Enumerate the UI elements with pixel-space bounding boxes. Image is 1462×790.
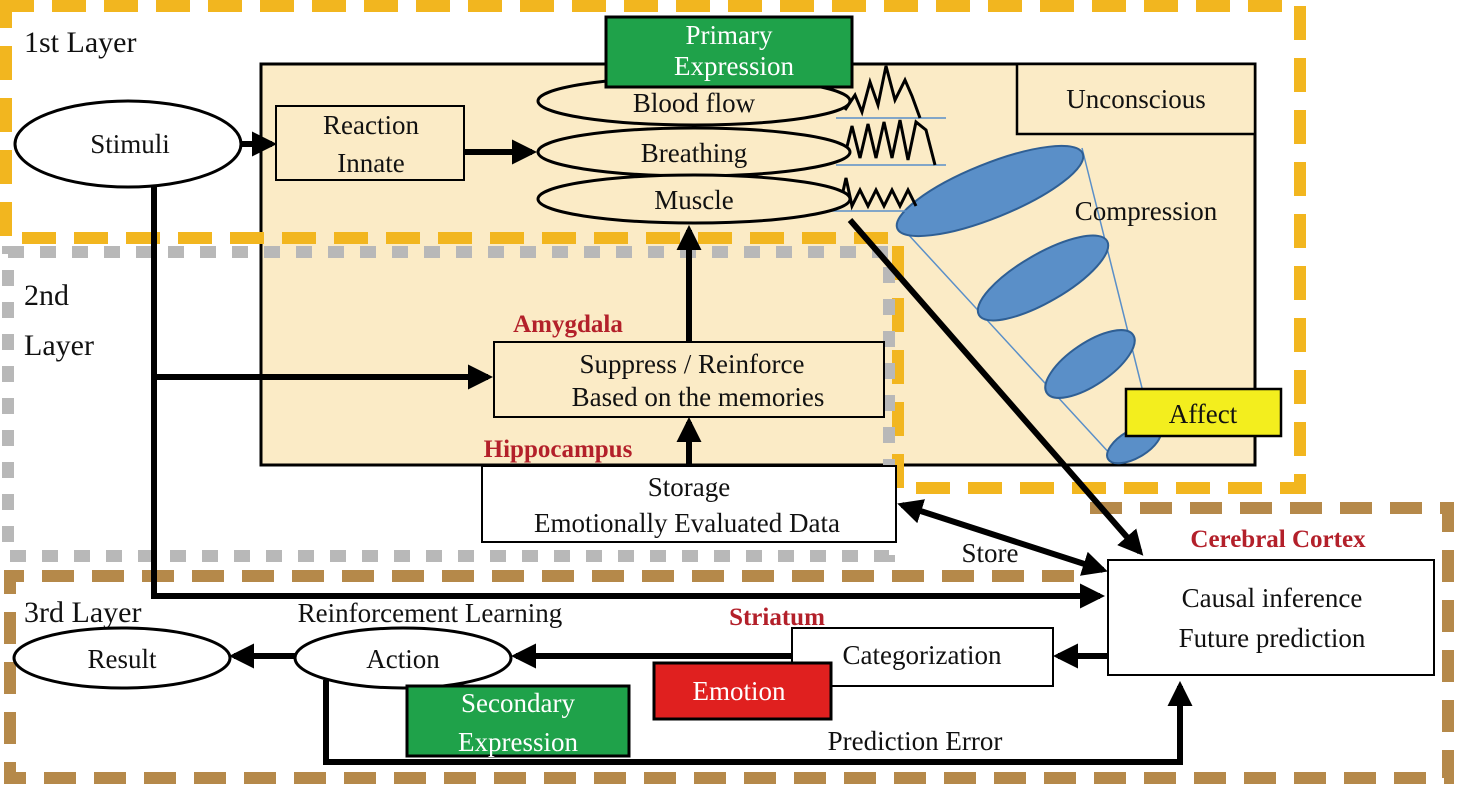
causal-inference-line1: Causal inference <box>1182 583 1363 613</box>
compression-label: Compression <box>1075 196 1218 226</box>
blood-flow-wave <box>843 65 922 119</box>
muscle-node <box>536 173 852 225</box>
layer-2-label-line1: 2nd <box>24 279 69 312</box>
storage-line1: Storage <box>648 472 730 502</box>
layer-2-border <box>2 246 895 562</box>
unconscious-label: Unconscious <box>1066 84 1205 114</box>
line-prediction-error <box>323 680 1193 765</box>
suppress-reinforce-line2: Based on the memories <box>572 382 825 412</box>
cerebral-cortex-label: Cerebral Cortex <box>1190 526 1366 553</box>
blood-flow-label: Blood flow <box>633 88 756 118</box>
categorization-box <box>791 627 1054 687</box>
breathing-wave <box>843 119 937 166</box>
primary-expression-line2: Expression <box>674 51 794 81</box>
secondary-expression-line1: Secondary <box>461 688 575 718</box>
breathing-label: Breathing <box>641 138 747 168</box>
categorization-label: Categorization <box>843 640 1002 670</box>
amygdala-label: Amygdala <box>513 311 623 338</box>
muscle-label: Muscle <box>654 185 734 215</box>
stimuli-node <box>13 99 243 189</box>
reinforcement-learning-label: Reinforcement Learning <box>298 598 563 628</box>
secondary-expression-box <box>405 684 631 758</box>
reaction-innate-line2: Innate <box>337 148 404 178</box>
layer-3-label: 3rd Layer <box>24 596 141 629</box>
primary-expression-line1: Primary <box>686 20 773 50</box>
compression-ellipse-3 <box>1044 329 1136 399</box>
connectors <box>151 131 1193 765</box>
storage-line2: Emotionally Evaluated Data <box>534 508 840 538</box>
primary-expression-box <box>604 15 854 89</box>
suppress-reinforce-line1: Suppress / Reinforce <box>580 349 805 379</box>
compression-ellipse-1 <box>895 144 1085 238</box>
action-label: Action <box>366 644 440 674</box>
affect-label: Affect <box>1169 399 1238 429</box>
causal-inference-box <box>1107 559 1435 676</box>
reaction-innate-box <box>275 105 465 181</box>
unconscious-box <box>1015 62 1257 136</box>
causal-inference-line2: Future prediction <box>1179 623 1366 653</box>
secondary-expression-line2: Expression <box>458 727 578 757</box>
compression-funnel <box>895 144 1162 465</box>
reaction-innate-line1: Reaction <box>323 110 419 140</box>
compression-ellipse-2 <box>976 234 1110 322</box>
layer-2-label-line2: Layer <box>24 329 94 362</box>
emotion-label: Emotion <box>693 676 786 706</box>
affect-box <box>1124 387 1283 438</box>
stimuli-label: Stimuli <box>90 129 170 159</box>
arrow-muscle-to-cortex <box>847 218 1144 556</box>
line-stimuli-trunk <box>151 187 1106 609</box>
storage-box <box>481 465 897 543</box>
prediction-error-label: Prediction Error <box>828 726 1003 756</box>
emotion-box <box>652 661 833 721</box>
result-label: Result <box>87 644 157 674</box>
striatum-label: Striatum <box>729 604 825 631</box>
layer-1-label: 1st Layer <box>24 26 136 59</box>
hippocampus-label: Hippocampus <box>484 436 633 463</box>
arrow-store-bidirectional <box>897 499 1108 576</box>
layer-1-border <box>0 0 1306 494</box>
